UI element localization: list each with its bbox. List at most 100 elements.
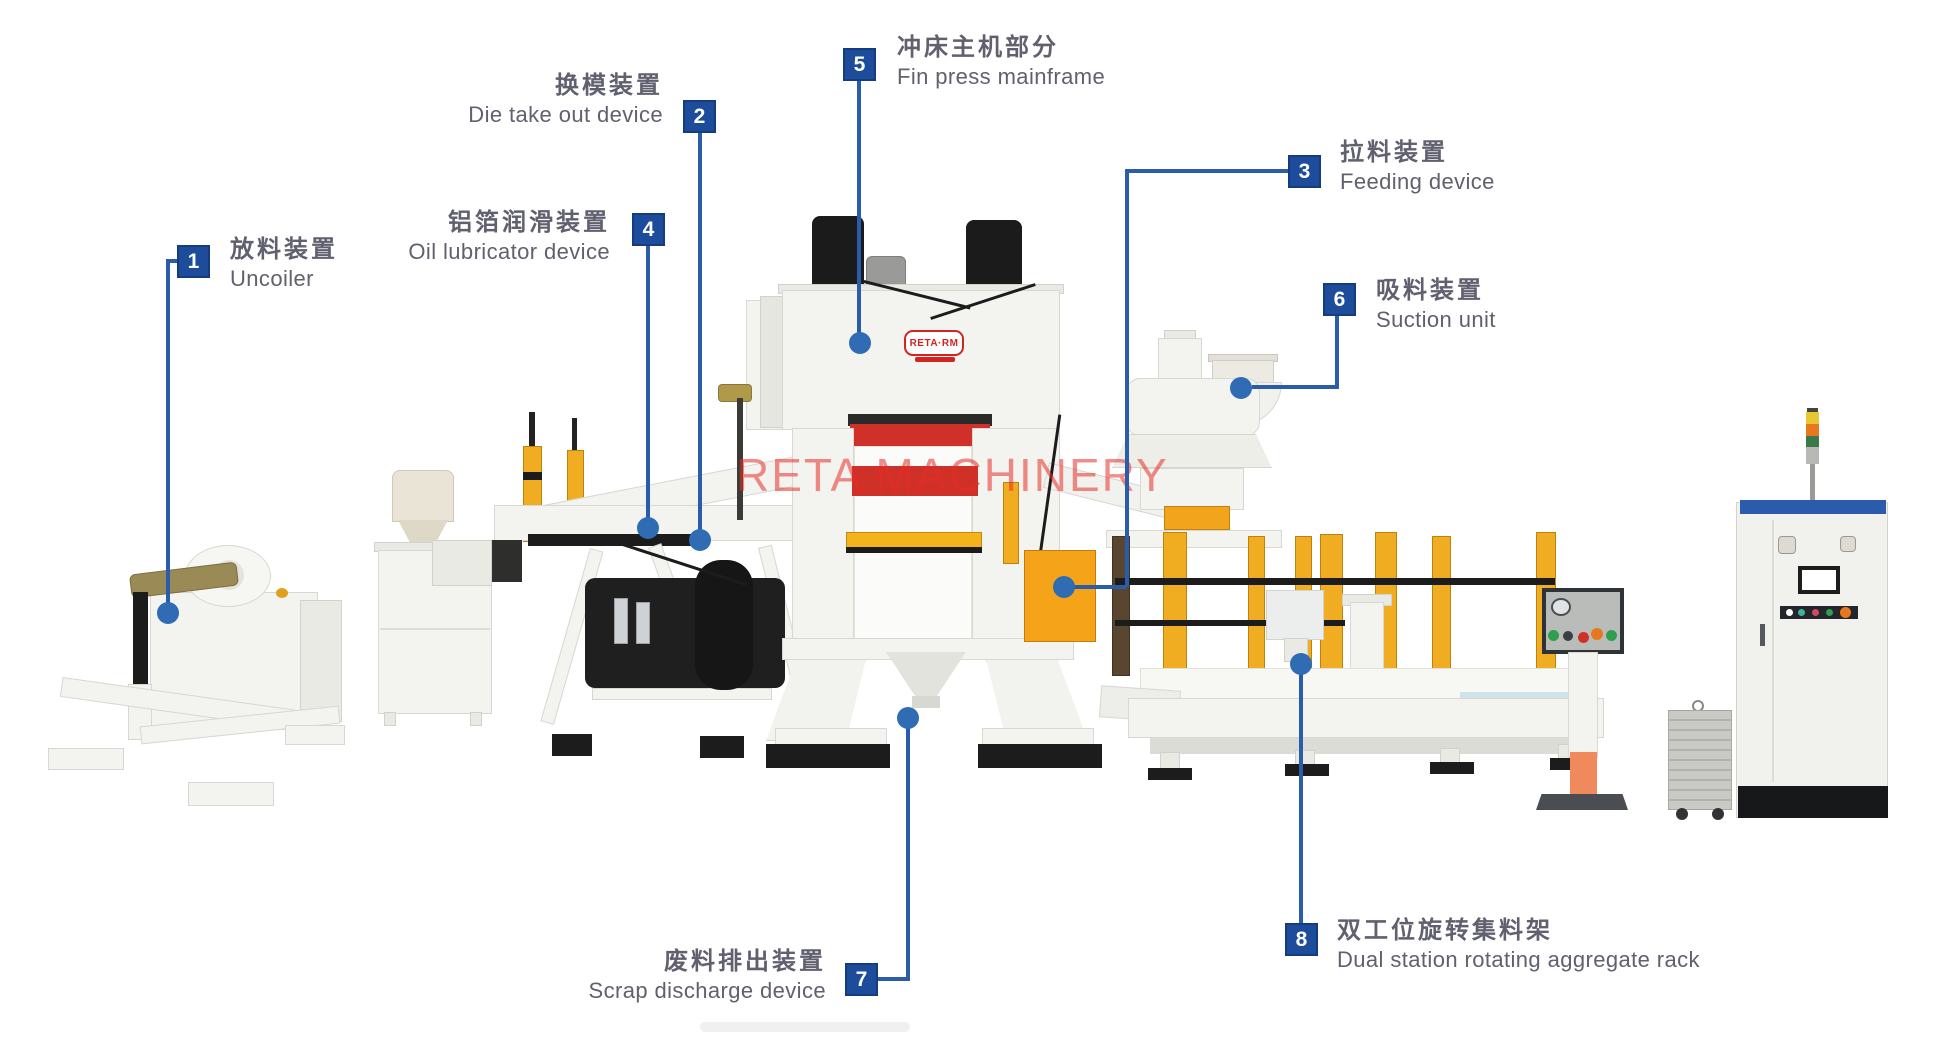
cabinet-foot (384, 712, 396, 726)
callout-5-badge: 5 (843, 48, 876, 81)
callout-4-badge: 4 (632, 213, 665, 246)
callout-2-label-en: Die take out device (468, 102, 663, 127)
cabinet-door-seam (1772, 520, 1774, 782)
rack-foot-pad (1430, 762, 1474, 774)
cabinet-handle (1760, 624, 1765, 646)
crown-left-face (760, 296, 784, 428)
lubricator-cup (392, 470, 454, 522)
callout-6-dot (1230, 377, 1252, 399)
callout-6-line-v (1335, 316, 1339, 387)
suction-orange-block (1164, 506, 1230, 530)
table-edge-shadow (846, 547, 982, 553)
box-wheel (1712, 808, 1724, 820)
signal-cap (1807, 408, 1818, 413)
callout-8-label-en: Dual station rotating aggregate rack (1337, 947, 1700, 972)
suction-base (1106, 530, 1282, 548)
signal-light-orange (1806, 424, 1819, 436)
rack-rail-upper (1115, 578, 1555, 585)
callout-4-label-zh: 铝箔润滑装置 (448, 209, 610, 236)
console-screen (1551, 598, 1571, 616)
callout-1-dot (157, 602, 179, 624)
callout-1-stub (168, 259, 180, 263)
callout-6-label-zh: 吸料装置 (1376, 277, 1484, 304)
cabinet-screen (1798, 566, 1840, 594)
callout-7-badge: 7 (845, 963, 878, 996)
callout-4-line (646, 246, 650, 528)
cabinet-vent (1778, 536, 1796, 554)
callout-6-badge: 6 (1323, 283, 1356, 316)
callout-7-dot (897, 707, 919, 729)
table-foot-pad (552, 734, 592, 756)
signal-light-green (1806, 436, 1819, 447)
floor-shadow (700, 1022, 910, 1032)
cabinet-foot (470, 712, 482, 726)
callout-7-label-en: Scrap discharge device (588, 978, 826, 1003)
console-base (1536, 794, 1628, 810)
callout-5-label-zh: 冲床主机部分 (897, 34, 1059, 61)
console-button-dark (1563, 631, 1573, 641)
table-foot-pad (700, 736, 744, 758)
console-panel (1542, 588, 1624, 654)
sheet-stack-edge (1460, 692, 1590, 702)
reta-rm-logo: RETA·RM (904, 330, 964, 356)
scrap-chute-stem (912, 696, 940, 708)
callout-4-label-en: Oil lubricator device (408, 239, 610, 264)
uncoiler-knob (276, 588, 288, 598)
cabinet-body (1736, 502, 1888, 818)
rack-post (1248, 536, 1265, 688)
callout-3-dot (1053, 576, 1075, 598)
rack-foot-pad (1285, 764, 1329, 776)
callout-5-line (857, 81, 861, 343)
console-button-green (1606, 630, 1617, 641)
callout-7-label-zh: 废料排出装置 (664, 948, 826, 975)
press-side-post (1003, 482, 1019, 564)
cabinet-button (1798, 609, 1805, 616)
callout-3-label-en: Feeding device (1340, 169, 1495, 194)
post-band (523, 472, 542, 480)
cabinet-blue-top (1740, 500, 1886, 514)
callout-2-label-zh: 换模装置 (555, 72, 663, 99)
air-filter (636, 602, 650, 644)
console-button-orange (1591, 628, 1603, 640)
box-wheel (1676, 808, 1688, 820)
press-column-left (792, 428, 854, 646)
cabinet-button (1786, 609, 1793, 616)
callout-7-stub (878, 977, 910, 981)
press-foot-pad-left (766, 744, 890, 768)
console-button-green (1548, 630, 1559, 641)
cabinet-button-estop (1840, 607, 1851, 618)
callout-5-label-en: Fin press mainframe (897, 64, 1106, 89)
callout-1-label-zh: 放料装置 (230, 236, 338, 263)
light-curtain-rod (529, 412, 535, 450)
valve-assembly (718, 384, 752, 402)
table-side-panel (432, 540, 492, 586)
pipe (737, 398, 743, 520)
callout-8-dot (1290, 653, 1312, 675)
suction-pedestal (1140, 468, 1244, 510)
callout-3-line-v (1125, 169, 1129, 587)
scrap-chute-funnel (886, 652, 966, 698)
callout-4-dot (637, 517, 659, 539)
callout-1-line (166, 259, 170, 611)
oil-tank (695, 560, 753, 690)
box-body (1668, 710, 1732, 810)
rack-rail-lower (1115, 620, 1345, 626)
callout-2-badge: 2 (683, 100, 716, 133)
callout-2-dot (689, 529, 711, 551)
rack-foot-pad (1148, 768, 1192, 780)
callout-3-line-h (1129, 169, 1289, 173)
callout-3-badge: 3 (1288, 155, 1321, 188)
light-curtain-rod (572, 418, 577, 454)
signal-pole (1810, 462, 1815, 504)
callout-8-line (1299, 664, 1303, 923)
uncoiler-side-panel (300, 600, 342, 722)
bolster-red-band (852, 466, 978, 496)
cabinet-seam (380, 628, 490, 630)
slide-dark-strip (848, 414, 992, 426)
callout-6-label-en: Suction unit (1376, 307, 1496, 332)
console-button-red (1578, 632, 1589, 643)
platform-frame (1150, 738, 1580, 754)
cabinet-button (1826, 609, 1833, 616)
callout-7-line (906, 718, 910, 981)
